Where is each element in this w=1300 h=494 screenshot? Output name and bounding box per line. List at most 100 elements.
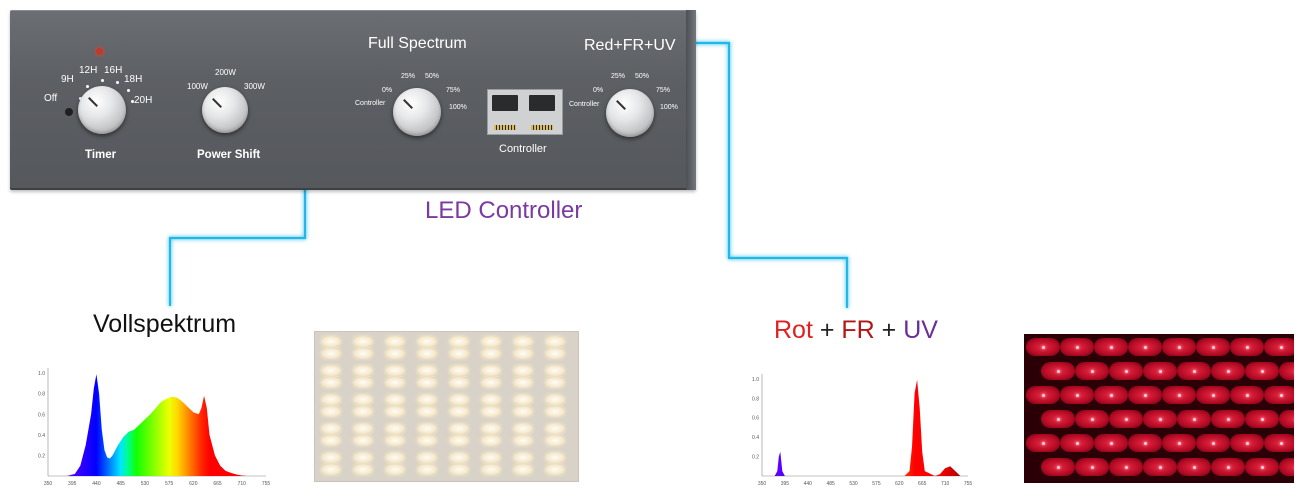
- led-chip: [545, 423, 565, 434]
- led-chip: [545, 336, 565, 347]
- x-tick-label: 575: [165, 481, 174, 486]
- led-point: [1227, 466, 1230, 469]
- power-option-300w: 300W: [244, 82, 265, 91]
- timer-label: Timer: [85, 149, 117, 161]
- led-chip: [481, 348, 501, 359]
- led-chip: [417, 336, 437, 347]
- led-chip: [449, 452, 469, 463]
- x-tick-label: 665: [918, 481, 927, 486]
- led-point: [1091, 370, 1094, 373]
- led-point: [1261, 466, 1264, 469]
- timer-option-16h: 16H: [104, 65, 123, 76]
- led-point: [1057, 418, 1060, 421]
- led-point: [1144, 346, 1147, 349]
- x-tick-label: 710: [941, 481, 950, 486]
- x-tick-label: 350: [758, 481, 767, 486]
- led-point: [1125, 466, 1128, 469]
- led-point: [1057, 466, 1060, 469]
- timer-knob[interactable]: [78, 86, 126, 134]
- led-chip: [417, 435, 437, 446]
- led-chip: [481, 406, 501, 417]
- led-point: [1246, 442, 1249, 445]
- led-chip: [417, 394, 437, 405]
- red-dial-50: 50%: [635, 73, 650, 80]
- led-point: [1193, 370, 1196, 373]
- led-point: [1212, 394, 1215, 397]
- red-dial-100: 100%: [660, 104, 678, 111]
- red-led-glow: [1279, 458, 1294, 476]
- led-point: [1261, 370, 1264, 373]
- led-chip: [513, 336, 533, 347]
- timer-reset-hole: [65, 108, 73, 116]
- led-chip: [385, 394, 405, 405]
- led-point: [1125, 370, 1128, 373]
- led-chip: [449, 365, 469, 376]
- full-spectrum-knob[interactable]: [393, 88, 441, 136]
- led-chip: [321, 464, 341, 475]
- led-point: [1144, 394, 1147, 397]
- red-dial-75: 75%: [656, 87, 671, 94]
- red-led-glow: [1279, 362, 1294, 380]
- led-chip: [481, 336, 501, 347]
- x-tick-label: 575: [872, 481, 881, 486]
- rj-port-2[interactable]: [525, 90, 561, 134]
- led-chip: [385, 435, 405, 446]
- led-chip: [449, 423, 469, 434]
- led-chip: [545, 377, 565, 388]
- led-chip: [513, 365, 533, 376]
- led-point: [1246, 346, 1249, 349]
- red-led-glow: [1264, 434, 1294, 452]
- led-chip: [513, 394, 533, 405]
- full-spectrum-section-title: Vollspektrum: [93, 310, 237, 338]
- led-chip: [353, 464, 373, 475]
- connector-red-fr-uv: [674, 41, 849, 308]
- fs-dial-75: 75%: [446, 87, 461, 94]
- led-chip: [321, 348, 341, 359]
- led-chip: [545, 452, 565, 463]
- led-chip: [385, 452, 405, 463]
- led-chip: [417, 464, 437, 475]
- rj-port-1[interactable]: [488, 90, 524, 134]
- red-led-glow: [1279, 410, 1294, 428]
- led-point: [1280, 394, 1283, 397]
- x-tick-label: 755: [964, 481, 972, 486]
- led-chip: [353, 348, 373, 359]
- led-chip: [353, 394, 373, 405]
- led-point: [1227, 370, 1230, 373]
- y-tick-label: 1.0: [752, 377, 759, 383]
- led-point: [1178, 394, 1181, 397]
- timer-option-12h: 12H: [79, 65, 98, 76]
- full-spectrum-led-photo: [314, 331, 579, 482]
- led-chip: [353, 336, 373, 347]
- x-tick-label: 395: [781, 481, 790, 486]
- led-point: [1110, 394, 1113, 397]
- led-point: [1076, 442, 1079, 445]
- y-tick-label: 0.8: [752, 396, 759, 402]
- spectrum-area: [66, 374, 248, 476]
- led-chip: [513, 348, 533, 359]
- x-tick-label: 710: [238, 481, 247, 486]
- title-part-uv: UV: [903, 316, 938, 344]
- fs-dial-100: 100%: [449, 104, 467, 111]
- x-tick-label: 485: [826, 481, 835, 486]
- led-point: [1159, 370, 1162, 373]
- led-point: [1193, 466, 1196, 469]
- led-chip: [321, 406, 341, 417]
- x-tick-label: 350: [44, 481, 53, 486]
- led-point: [1178, 442, 1181, 445]
- power-shift-knob[interactable]: [202, 87, 248, 133]
- led-point: [1091, 418, 1094, 421]
- fs-dial-50: 50%: [425, 73, 440, 80]
- led-chip: [385, 348, 405, 359]
- timer-option-18h: 18H: [124, 74, 143, 85]
- x-tick-label: 440: [92, 481, 101, 486]
- x-tick-label: 665: [213, 481, 222, 486]
- led-chip: [481, 377, 501, 388]
- ports-label: Controller: [499, 143, 547, 155]
- led-point: [1091, 466, 1094, 469]
- fs-dial-0: 0%: [382, 87, 393, 94]
- red-led-photo: [1024, 334, 1294, 483]
- red-fr-uv-knob[interactable]: [606, 89, 654, 137]
- y-tick-label: 0.2: [38, 453, 45, 459]
- led-chip: [321, 377, 341, 388]
